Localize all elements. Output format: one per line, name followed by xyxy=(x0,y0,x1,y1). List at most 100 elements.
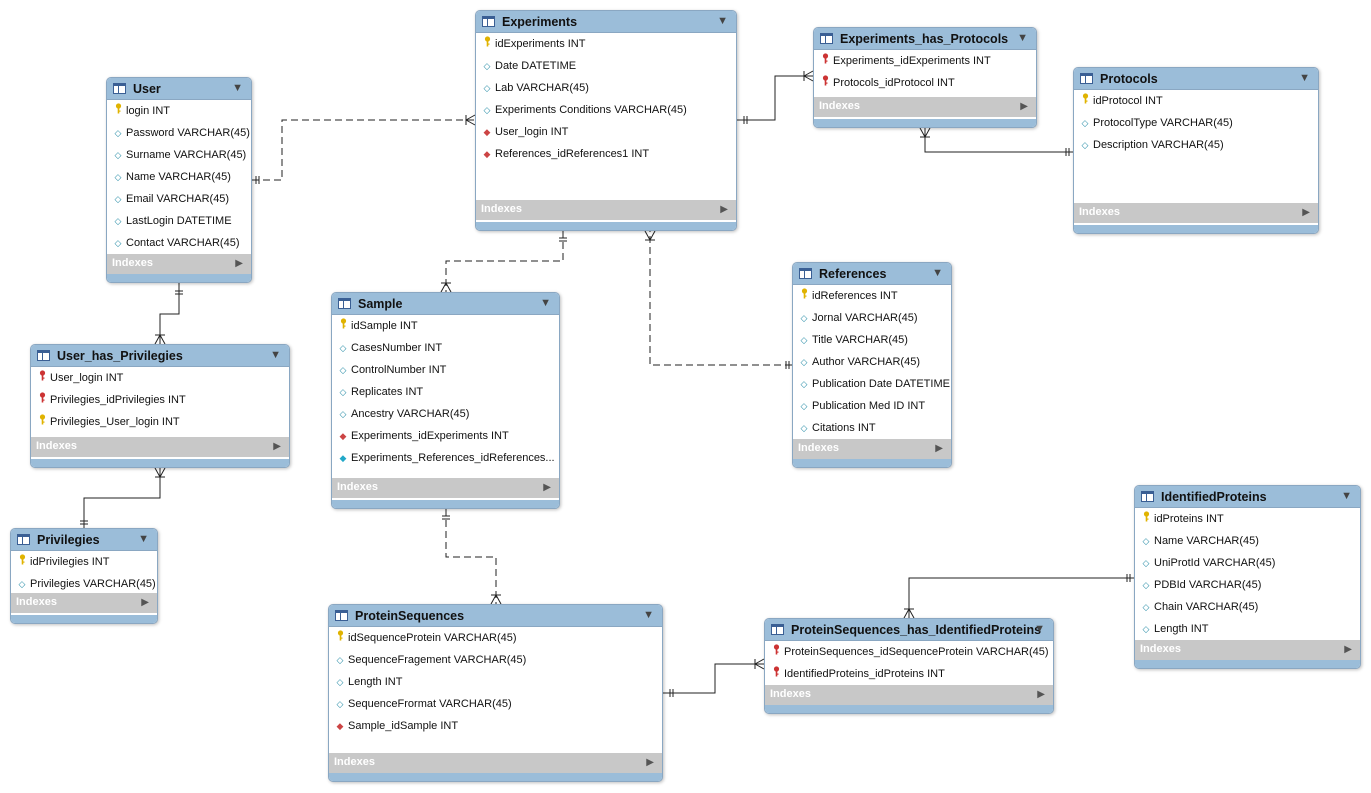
column-row[interactable]: Privilegies_idPrivilegies INT xyxy=(37,389,186,411)
collapse-triangle-icon[interactable]: ▼ xyxy=(540,297,551,309)
relationship-proteinsequences-proteinsequences-has-identifiedproteins[interactable] xyxy=(663,658,765,697)
collapse-triangle-icon[interactable]: ▼ xyxy=(1341,490,1352,502)
column-row[interactable]: IdentifiedProteins_idProteins INT xyxy=(771,663,945,685)
collapse-triangle-icon[interactable]: ▼ xyxy=(1299,72,1310,84)
column-row[interactable]: ◇Citations INT xyxy=(799,417,876,439)
indexes-bar[interactable]: Indexes▶ xyxy=(1074,203,1318,223)
column-row[interactable]: Protocols_idProtocol INT xyxy=(820,72,955,94)
relationship-experiments-experiments-has-protocols[interactable] xyxy=(737,70,814,124)
column-row[interactable]: ◇Name VARCHAR(45) xyxy=(113,166,231,188)
relationship-privilegies-user-has-privilegies[interactable] xyxy=(80,467,166,528)
table-header[interactable]: ProteinSequences▼ xyxy=(329,605,662,627)
column-row[interactable]: ◇Chain VARCHAR(45) xyxy=(1141,596,1259,618)
table-experiments-has-protocols[interactable]: Experiments_has_Protocols▼Experiments_id… xyxy=(813,27,1037,128)
column-row[interactable]: idExperiments INT xyxy=(482,33,585,55)
table-header[interactable]: ProteinSequences_has_IdentifiedProteins▼ xyxy=(765,619,1053,641)
column-row[interactable]: ◇Jornal VARCHAR(45) xyxy=(799,307,918,329)
column-row[interactable]: ◇Title VARCHAR(45) xyxy=(799,329,908,351)
relationship-experiments-sample[interactable] xyxy=(440,231,567,293)
column-row[interactable]: ◇PDBId VARCHAR(45) xyxy=(1141,574,1262,596)
column-row[interactable]: ◇Replicates INT xyxy=(338,381,424,403)
table-header[interactable]: References▼ xyxy=(793,263,951,285)
indexes-bar[interactable]: Indexes▶ xyxy=(107,254,251,274)
expand-arrow-icon[interactable]: ▶ xyxy=(1020,101,1028,112)
column-row[interactable]: idSample INT xyxy=(338,315,418,337)
column-row[interactable]: ◇Length INT xyxy=(335,671,403,693)
expand-arrow-icon[interactable]: ▶ xyxy=(646,757,654,768)
expand-arrow-icon[interactable]: ▶ xyxy=(1037,689,1045,700)
expand-arrow-icon[interactable]: ▶ xyxy=(543,482,551,493)
column-row[interactable]: ◇Ancestry VARCHAR(45) xyxy=(338,403,470,425)
expand-arrow-icon[interactable]: ▶ xyxy=(273,441,281,452)
indexes-bar[interactable]: Indexes▶ xyxy=(814,97,1036,117)
column-row[interactable]: ◇Contact VARCHAR(45) xyxy=(113,232,240,254)
table-header[interactable]: User▼ xyxy=(107,78,251,100)
indexes-bar[interactable]: Indexes▶ xyxy=(476,200,736,220)
column-row[interactable]: ◇Privilegies VARCHAR(45) xyxy=(17,573,156,595)
collapse-triangle-icon[interactable]: ▼ xyxy=(717,15,728,27)
collapse-triangle-icon[interactable]: ▼ xyxy=(932,267,943,279)
column-row[interactable]: ◆References_idReferences1 INT xyxy=(482,143,650,165)
column-row[interactable]: ◆Sample_idSample INT xyxy=(335,715,459,737)
column-row[interactable]: ◇ProtocolType VARCHAR(45) xyxy=(1080,112,1233,134)
column-row[interactable]: ◇Password VARCHAR(45) xyxy=(113,122,250,144)
column-row[interactable]: ProteinSequences_idSequenceProtein VARCH… xyxy=(771,641,1049,663)
expand-arrow-icon[interactable]: ▶ xyxy=(1344,644,1352,655)
indexes-bar[interactable]: Indexes▶ xyxy=(332,478,559,498)
table-header[interactable]: User_has_Privilegies▼ xyxy=(31,345,289,367)
table-privilegies[interactable]: Privilegies▼idPrivilegies INT◇Privilegie… xyxy=(10,528,158,624)
table-header[interactable]: Privilegies▼ xyxy=(11,529,157,551)
column-row[interactable]: ◇SequenceFrormat VARCHAR(45) xyxy=(335,693,512,715)
table-identifiedproteins[interactable]: IdentifiedProteins▼idProteins INT◇Name V… xyxy=(1134,485,1361,669)
column-row[interactable]: ◇Publication Date DATETIME xyxy=(799,373,950,395)
column-row[interactable]: ◆Experiments_idExperiments INT xyxy=(338,425,509,447)
column-row[interactable]: ◇Lab VARCHAR(45) xyxy=(482,77,589,99)
indexes-bar[interactable]: Indexes▶ xyxy=(1135,640,1360,660)
column-row[interactable]: ◇ControlNumber INT xyxy=(338,359,447,381)
column-row[interactable]: ◇Date DATETIME xyxy=(482,55,577,77)
column-row[interactable]: idSequenceProtein VARCHAR(45) xyxy=(335,627,517,649)
indexes-bar[interactable]: Indexes▶ xyxy=(31,437,289,457)
indexes-bar[interactable]: Indexes▶ xyxy=(11,593,157,613)
relationship-references-experiments[interactable] xyxy=(644,230,792,369)
column-row[interactable]: ◇SequenceFragement VARCHAR(45) xyxy=(335,649,527,671)
column-row[interactable]: ◇UniProtId VARCHAR(45) xyxy=(1141,552,1276,574)
relationship-identifiedproteins-proteinsequences-has-identifiedproteins[interactable] xyxy=(903,574,1134,619)
column-row[interactable]: idPrivilegies INT xyxy=(17,551,109,573)
expand-arrow-icon[interactable]: ▶ xyxy=(235,258,243,269)
indexes-bar[interactable]: Indexes▶ xyxy=(765,685,1053,705)
collapse-triangle-icon[interactable]: ▼ xyxy=(270,349,281,361)
table-references[interactable]: References▼idReferences INT◇Jornal VARCH… xyxy=(792,262,952,468)
column-row[interactable]: ◇Length INT xyxy=(1141,618,1209,640)
column-row[interactable]: User_login INT xyxy=(37,367,123,389)
table-sample[interactable]: Sample▼idSample INT◇CasesNumber INT◇Cont… xyxy=(331,292,560,509)
indexes-bar[interactable]: Indexes▶ xyxy=(329,753,662,773)
column-row[interactable]: ◇CasesNumber INT xyxy=(338,337,443,359)
relationship-user-experiments[interactable] xyxy=(252,114,476,184)
table-header[interactable]: Protocols▼ xyxy=(1074,68,1318,90)
collapse-triangle-icon[interactable]: ▼ xyxy=(232,82,243,94)
table-header[interactable]: IdentifiedProteins▼ xyxy=(1135,486,1360,508)
collapse-triangle-icon[interactable]: ▼ xyxy=(1034,623,1045,635)
column-row[interactable]: ◆User_login INT xyxy=(482,121,569,143)
expand-arrow-icon[interactable]: ▶ xyxy=(141,597,149,608)
relationship-protocols-experiments-has-protocols[interactable] xyxy=(919,127,1073,156)
column-row[interactable]: login INT xyxy=(113,100,170,122)
relationship-user-user-has-privilegies[interactable] xyxy=(154,283,183,345)
expand-arrow-icon[interactable]: ▶ xyxy=(935,443,943,454)
column-row[interactable]: ◇Experiments Conditions VARCHAR(45) xyxy=(482,99,687,121)
column-row[interactable]: ◇Description VARCHAR(45) xyxy=(1080,134,1224,156)
relationship-sample-proteinsequences[interactable] xyxy=(442,509,502,605)
table-user[interactable]: User▼login INT◇Password VARCHAR(45)◇Surn… xyxy=(106,77,252,283)
indexes-bar[interactable]: Indexes▶ xyxy=(793,439,951,459)
table-header[interactable]: Sample▼ xyxy=(332,293,559,315)
column-row[interactable]: Privilegies_User_login INT xyxy=(37,411,180,433)
expand-arrow-icon[interactable]: ▶ xyxy=(720,204,728,215)
column-row[interactable]: idProteins INT xyxy=(1141,508,1224,530)
table-header[interactable]: Experiments_has_Protocols▼ xyxy=(814,28,1036,50)
column-row[interactable]: ◇LastLogin DATETIME xyxy=(113,210,232,232)
column-row[interactable]: idReferences INT xyxy=(799,285,898,307)
collapse-triangle-icon[interactable]: ▼ xyxy=(643,609,654,621)
column-row[interactable]: idProtocol INT xyxy=(1080,90,1163,112)
